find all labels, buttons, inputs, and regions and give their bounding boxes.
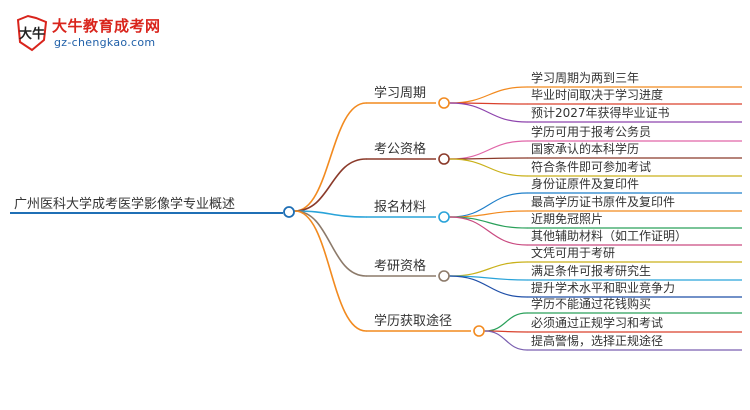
branch-node-circle[interactable] bbox=[438, 153, 450, 165]
root-branch-connector bbox=[294, 102, 367, 212]
root-branch-connector bbox=[294, 210, 367, 218]
leaf-label[interactable]: 提高警惕，选择正规途径 bbox=[531, 333, 663, 348]
branch-child-connector bbox=[449, 86, 528, 104]
leaf-label[interactable]: 身份证原件及复印件 bbox=[531, 176, 639, 191]
branch-node-circle[interactable] bbox=[438, 270, 450, 282]
site-logo[interactable]: 大牛 大牛教育成考网 gz-chengkao.com bbox=[14, 14, 164, 54]
branch-node-circle[interactable] bbox=[473, 325, 485, 337]
branch-child-connector bbox=[449, 102, 528, 123]
branch-child-connector bbox=[449, 216, 528, 246]
branch-child-connector bbox=[449, 275, 528, 298]
branch-child-connector bbox=[449, 158, 528, 177]
leaf-label[interactable]: 学历可用于报考公务员 bbox=[531, 124, 651, 139]
branch-label[interactable]: 考研资格 bbox=[374, 258, 426, 274]
branch-label[interactable]: 报名材料 bbox=[374, 199, 426, 215]
logo-title: 大牛教育成考网 bbox=[52, 17, 161, 35]
root-branch-connector bbox=[294, 210, 367, 277]
leaf-label[interactable]: 毕业时间取决于学习进度 bbox=[531, 87, 663, 102]
branch-node-circle[interactable] bbox=[438, 211, 450, 223]
root-branch-connector bbox=[294, 158, 367, 212]
branch-child-connector bbox=[449, 261, 528, 277]
branch-label[interactable]: 学历获取途径 bbox=[374, 313, 452, 329]
leaf-label[interactable]: 国家承认的本科学历 bbox=[531, 141, 639, 156]
leaf-label[interactable]: 最高学历证书原件及复印件 bbox=[531, 194, 675, 209]
branch-child-connector bbox=[449, 216, 528, 229]
branch-label[interactable]: 考公资格 bbox=[374, 141, 426, 157]
leaf-label[interactable]: 必须通过正规学习和考试 bbox=[531, 315, 663, 330]
logo-badge-text: 大牛 bbox=[19, 26, 45, 42]
leaf-label[interactable]: 学历不能通过花钱购买 bbox=[531, 296, 651, 311]
branch-child-connector bbox=[449, 140, 528, 160]
leaf-label[interactable]: 满足条件可报考研究生 bbox=[531, 263, 651, 278]
root-node-label[interactable]: 广州医科大学成考医学影像学专业概述 bbox=[14, 196, 235, 212]
leaf-label[interactable]: 提升学术水平和职业竞争力 bbox=[531, 280, 675, 295]
root-node-circle[interactable] bbox=[283, 206, 295, 218]
leaf-label[interactable]: 近期免冠照片 bbox=[531, 211, 603, 226]
branch-node-circle[interactable] bbox=[438, 97, 450, 109]
leaf-label[interactable]: 预计2027年获得毕业证书 bbox=[531, 105, 670, 120]
leaf-label[interactable]: 文凭可用于考研 bbox=[531, 245, 615, 260]
leaf-label[interactable]: 符合条件即可参加考试 bbox=[531, 159, 651, 174]
branch-child-connector bbox=[484, 312, 528, 332]
leaf-label[interactable]: 其他辅助材料（如工作证明） bbox=[531, 228, 687, 243]
leaf-label[interactable]: 学习周期为两到三年 bbox=[531, 70, 639, 85]
branch-label[interactable]: 学习周期 bbox=[374, 85, 426, 101]
niu-logo-icon: 大牛 bbox=[16, 14, 48, 52]
branch-child-connector bbox=[484, 330, 528, 351]
logo-domain: gz-chengkao.com bbox=[54, 36, 156, 49]
root-branch-connector bbox=[294, 210, 367, 332]
